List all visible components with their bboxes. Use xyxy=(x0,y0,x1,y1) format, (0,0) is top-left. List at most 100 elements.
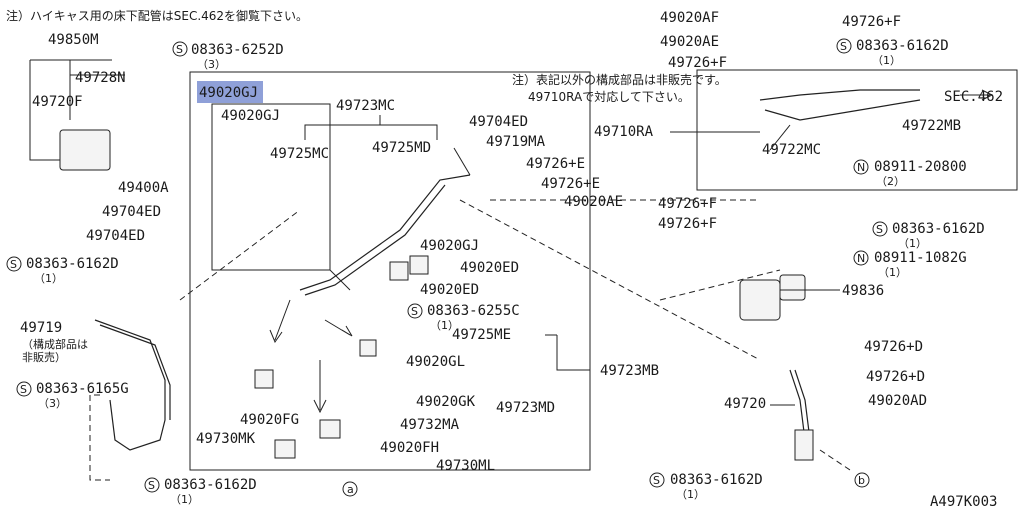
part-49850m xyxy=(59,129,111,171)
label-08363-6162d-c: 08363-6162D xyxy=(856,38,949,54)
s-symbol-icon: S xyxy=(872,221,888,237)
highlight-49020gj xyxy=(197,81,263,103)
qty-2: （2） xyxy=(876,175,905,188)
label-49020ae-b: 49020AE xyxy=(660,34,719,50)
label-49722mb: 49722MB xyxy=(902,118,961,134)
qty-3a: （3） xyxy=(197,58,226,71)
label-49704ed-b: 49704ED xyxy=(86,228,145,244)
ref-a-letter: a xyxy=(347,483,354,496)
label-49728n: 49728N xyxy=(75,70,126,86)
part-49020ed-a xyxy=(389,261,409,281)
label-49725md: 49725MD xyxy=(372,140,431,156)
label-08363-6162d-d: 08363-6162D xyxy=(892,221,985,237)
s-symbol-icon: S xyxy=(6,256,22,272)
s-symbol-icon: S xyxy=(836,38,852,54)
part-49836-motor xyxy=(779,274,806,301)
label-49723mb: 49723MB xyxy=(600,363,659,379)
label-49732ma: 49732MA xyxy=(400,417,460,433)
pipe-49723mc xyxy=(299,174,471,291)
label-49725me: 49725ME xyxy=(452,327,511,343)
pipe-49710ra xyxy=(759,89,920,101)
label-49723mc: 49723MC xyxy=(336,98,395,114)
part-49020gl xyxy=(359,339,377,357)
frame-49710ra xyxy=(696,69,1018,191)
note-right-1: 注）表記以外の構成部品は非販売です。 xyxy=(512,72,727,87)
label-49020ae-a: 49020AE xyxy=(564,194,623,210)
qty-1g: （1） xyxy=(676,488,705,501)
label-08911-20800: 08911-20800 xyxy=(874,159,967,175)
label-49726e-b: 49726+E xyxy=(541,176,600,192)
note-left-1: （構成部品は xyxy=(22,337,88,351)
label-49020fh: 49020FH xyxy=(380,440,439,456)
label-49020ed-b: 49020ED xyxy=(420,282,479,298)
pipe-49722mb xyxy=(764,99,921,121)
qty-1d: （1） xyxy=(872,54,901,67)
pipe-49720-b xyxy=(794,369,811,441)
dashed-conn-4 xyxy=(659,269,781,301)
dashed-conn-5 xyxy=(819,449,851,471)
label-49020gj-b: 49020GJ xyxy=(221,108,280,124)
s-symbol-icon: S xyxy=(16,381,32,397)
part-49732ma xyxy=(319,419,341,439)
dashed-conn-1 xyxy=(179,209,301,301)
note-left-2: 非販売） xyxy=(22,351,66,364)
label-49836: 49836 xyxy=(842,283,884,299)
label-49730mk: 49730MK xyxy=(196,431,256,447)
s-symbol-letter: S xyxy=(411,305,418,318)
ref-b-icon: b xyxy=(854,472,870,488)
s-symbol-letter: S xyxy=(148,479,155,492)
label-08363-6255c: 08363-6255C xyxy=(427,303,520,319)
leader-49722mc xyxy=(769,124,791,151)
label-49720f: 49720F xyxy=(32,94,83,110)
label-08363-6162d-b: 08363-6162D xyxy=(164,477,257,493)
label-49020gj-c: 49020GJ xyxy=(420,238,479,254)
label-49726d-b: 49726+D xyxy=(866,369,925,385)
bracket-49723mc xyxy=(304,124,438,140)
label-08363-6165g: 08363-6165G xyxy=(36,381,129,397)
s-symbol-icon: S xyxy=(172,41,188,57)
qty-1f: （1） xyxy=(878,266,907,279)
label-49704ed-a: 49704ED xyxy=(102,204,161,220)
qty-3b: （3） xyxy=(38,397,67,410)
label-08363-6162d-a: 08363-6162D xyxy=(26,256,119,272)
label-08363-6162d-e: 08363-6162D xyxy=(670,472,763,488)
label-49020gl: 49020GL xyxy=(406,354,465,370)
s-symbol-icon: S xyxy=(144,477,160,493)
label-49020gj-highlighted: 49020GJ xyxy=(199,85,258,101)
label-49020fg: 49020FG xyxy=(240,412,299,428)
s-symbol-icon: S xyxy=(407,303,423,319)
part-49020ed-b xyxy=(409,255,429,275)
label-49726f-c: 49726+F xyxy=(658,196,717,212)
note-right-2: 49710RAで対応して下さい。 xyxy=(528,90,690,104)
s-symbol-letter: S xyxy=(176,43,183,56)
label-49720: 49720 xyxy=(724,396,766,412)
qty-1a: （1） xyxy=(34,272,63,285)
n-symbol-icon: N xyxy=(853,159,869,175)
s-symbol-letter: S xyxy=(10,258,17,271)
label-49719ma: 49719MA xyxy=(486,134,546,150)
label-49719: 49719 xyxy=(20,320,62,336)
arrow-2-icon xyxy=(313,360,327,414)
label-49020gk: 49020GK xyxy=(416,394,476,410)
note-top: 注）ハイキャス用の床下配管はSEC.462を御覧下さい。 xyxy=(6,8,308,23)
n-symbol-letter: N xyxy=(857,161,865,174)
sub-frame-49020gj xyxy=(211,103,331,271)
label-49020ad: 49020AD xyxy=(868,393,927,409)
bracket-49723mb xyxy=(556,335,590,371)
label-49020ed-a: 49020ED xyxy=(460,260,519,276)
s-symbol-letter: S xyxy=(840,40,847,53)
part-49836 xyxy=(739,279,781,321)
part-49020fh xyxy=(274,439,296,459)
part-49720-bracket xyxy=(794,429,814,461)
label-49730ml: 49730ML xyxy=(436,458,495,474)
label-49704ed-c: 49704ED xyxy=(469,114,528,130)
label-49726f-b: 49726+F xyxy=(668,55,727,71)
pipe-49723mc-b xyxy=(304,184,446,296)
label-49400a: 49400A xyxy=(118,180,169,196)
label-49020af: 49020AF xyxy=(660,10,719,26)
n-symbol-icon: N xyxy=(853,250,869,266)
s-symbol-letter: S xyxy=(653,474,660,487)
label-49726f-d: 49726+F xyxy=(658,216,717,232)
